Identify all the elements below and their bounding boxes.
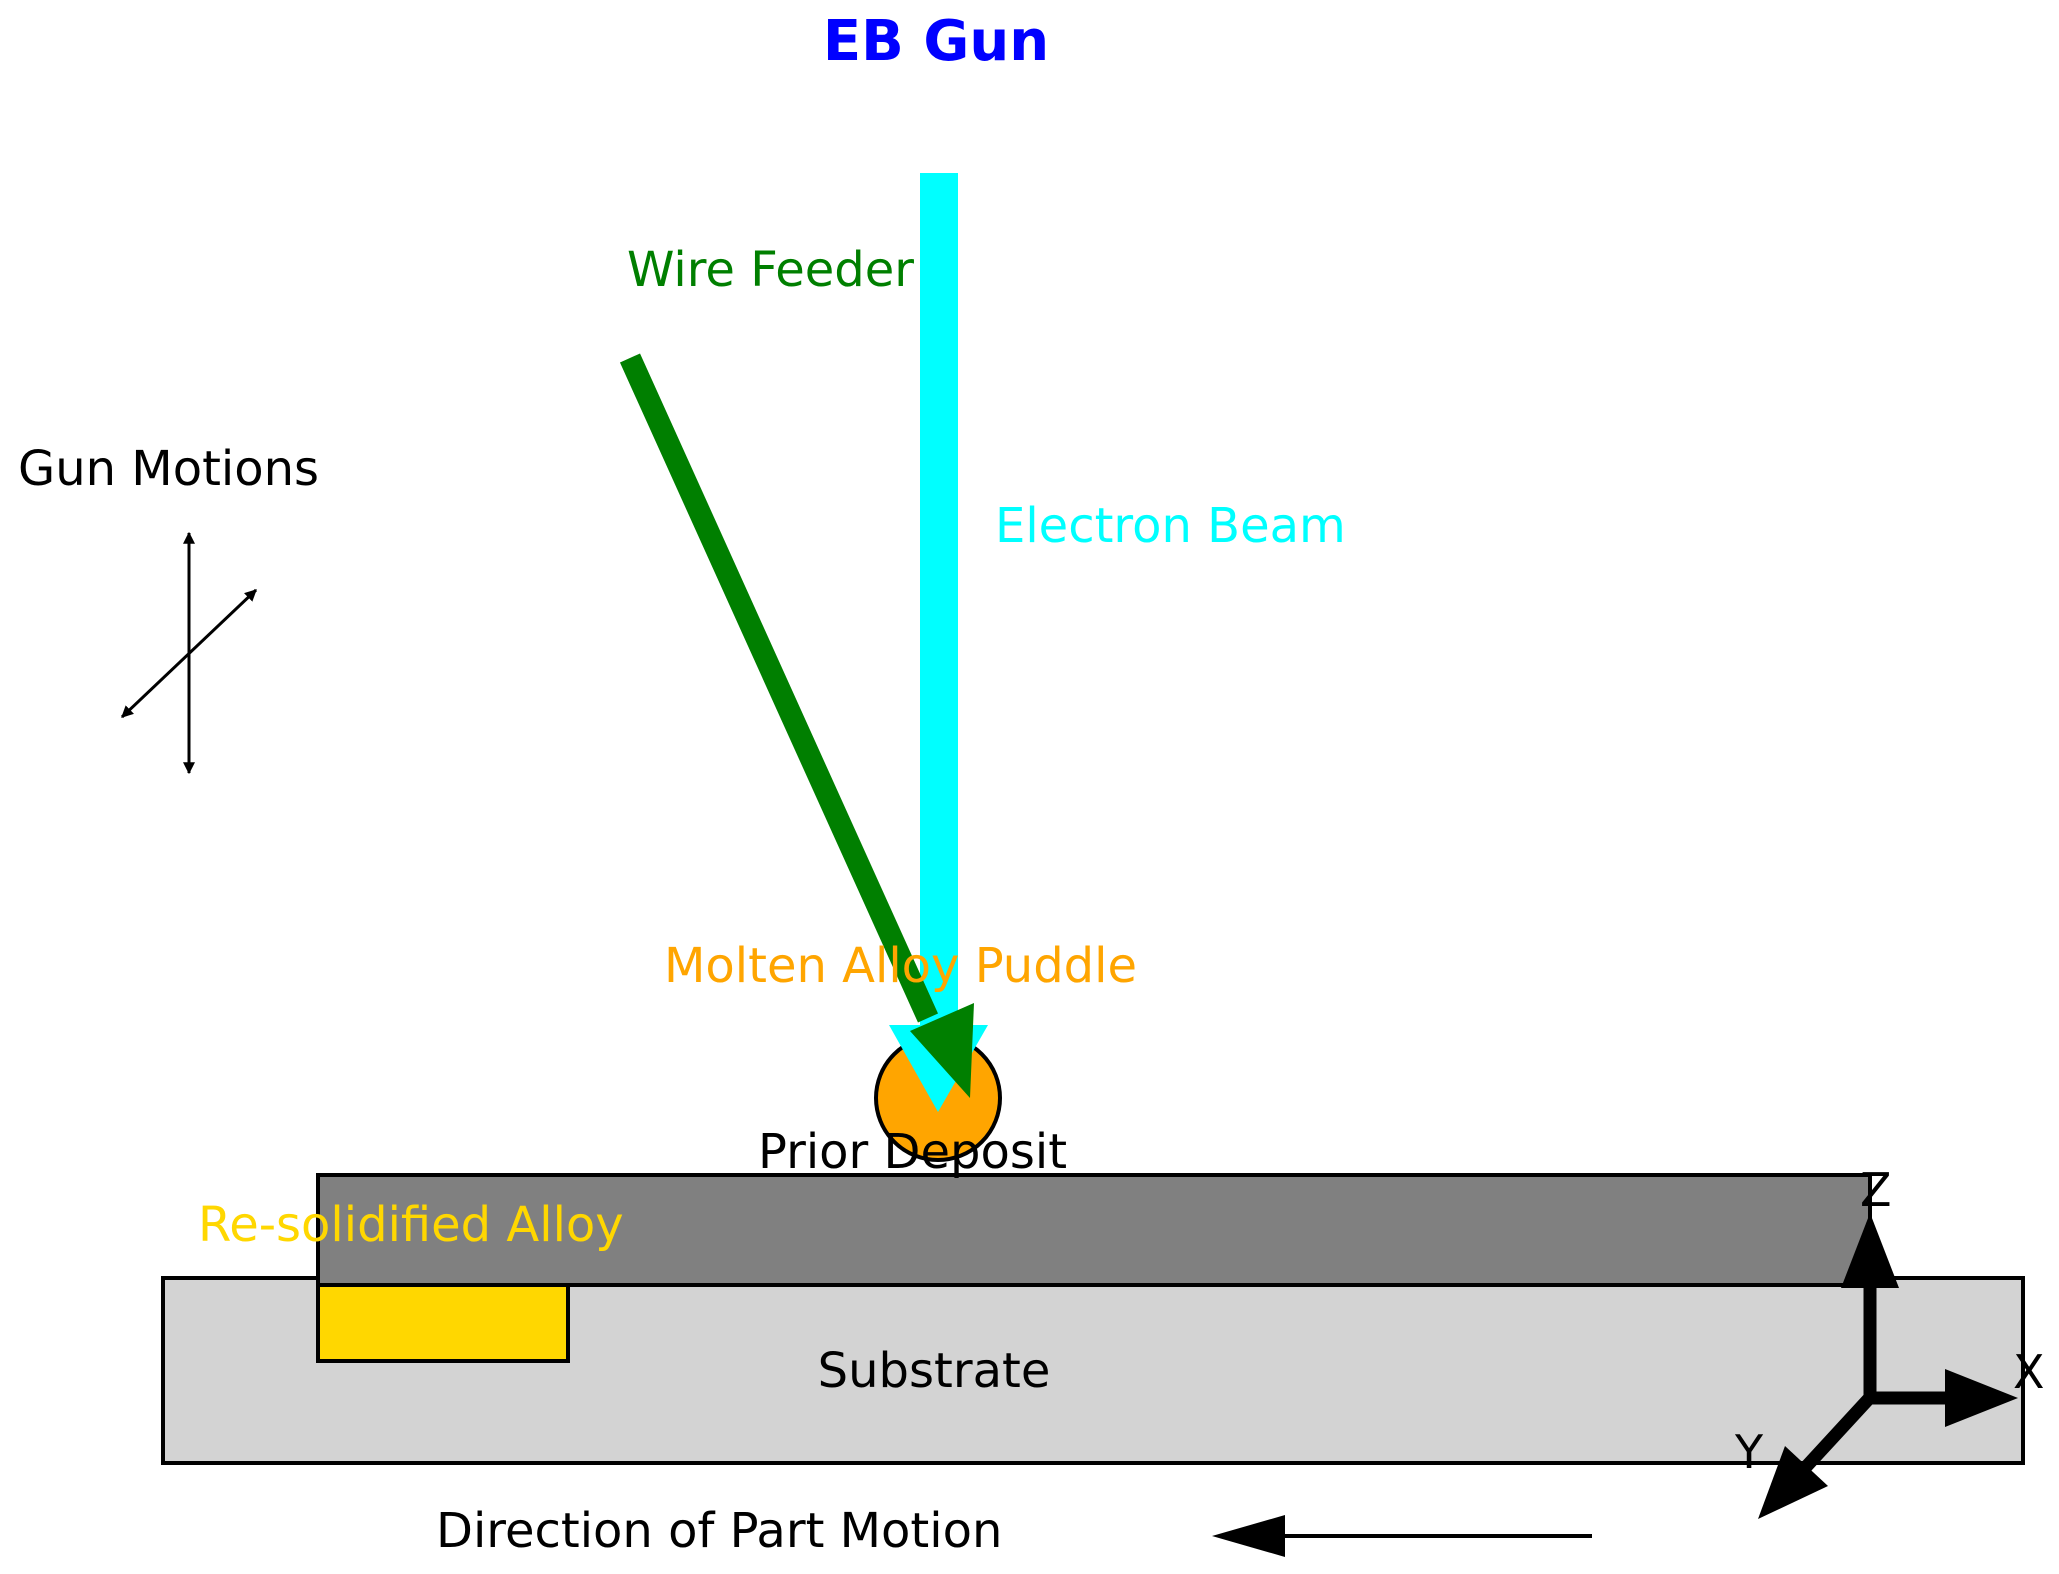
wire-feeder	[619, 353, 939, 1023]
resolidified-alloy-label: Re-solidified Alloy	[198, 1197, 624, 1253]
wire-feeder-label: Wire Feeder	[627, 242, 914, 298]
direction-of-part-motion-label: Direction of Part Motion	[436, 1503, 1002, 1559]
resolidified-alloy-block	[316, 1283, 570, 1363]
eb-gun-label: EB Gun	[823, 9, 1049, 74]
part-motion-arrow	[1212, 1515, 1592, 1557]
electron-beam	[920, 173, 958, 1029]
coordinate-axes-icon	[1758, 1213, 2018, 1519]
electron-beam-label: Electron Beam	[995, 498, 1346, 554]
substrate-label: Substrate	[818, 1343, 1051, 1399]
axis-z-label: Z	[1860, 1163, 1892, 1217]
gun-motions-icon	[120, 531, 258, 775]
wire-feeder-arrowhead	[910, 1003, 974, 1098]
prior-deposit-label: Prior Deposit	[758, 1124, 1067, 1180]
axis-y-label: Y	[1734, 1425, 1764, 1479]
molten-alloy-puddle-label: Molten Alloy Puddle	[664, 938, 1137, 994]
gun-motions-label: Gun Motions	[18, 441, 319, 497]
axis-x-label: X	[2013, 1345, 2045, 1399]
prior-deposit-block	[316, 1173, 1872, 1287]
